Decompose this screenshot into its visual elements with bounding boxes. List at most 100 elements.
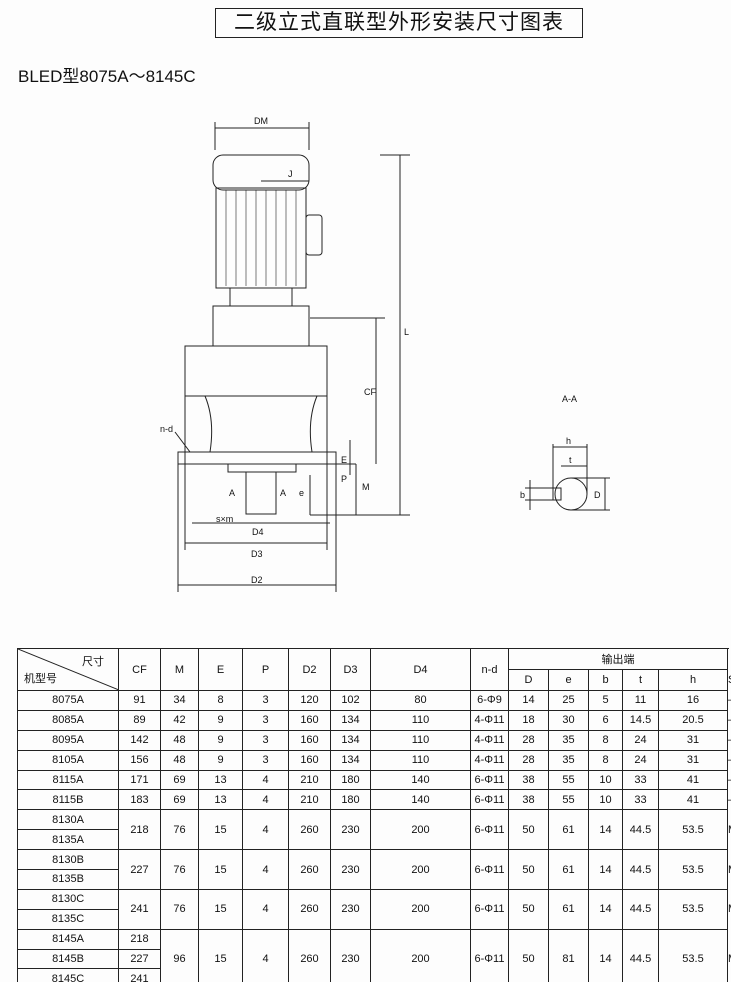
table-cell: 142 — [118, 729, 161, 751]
table-cell: 14 — [588, 888, 623, 930]
table-cell: 50 — [508, 849, 549, 890]
table-cell: 260 — [288, 928, 331, 982]
table-cell: 41 — [658, 769, 728, 791]
model-cell: 8135B — [17, 869, 119, 890]
table-cell: 9 — [198, 709, 243, 731]
table-cell: 160 — [288, 709, 331, 731]
table-cell: 140 — [370, 769, 471, 791]
table-cell: 6-Φ11 — [470, 769, 509, 791]
motor-body — [215, 187, 307, 289]
model-cell: 8130C — [17, 888, 119, 910]
table-cell: 180 — [330, 769, 371, 791]
table-cell: 76 — [160, 809, 199, 851]
corner-bottom-label: 机型号 — [24, 673, 57, 685]
label-m: M — [362, 482, 370, 492]
table-cell: 3 — [242, 729, 289, 751]
table-cell: 6-Φ11 — [470, 789, 509, 811]
model-cell: 8145A — [17, 928, 119, 950]
label-p: P — [341, 474, 347, 484]
table-cell: 53.5 — [658, 928, 728, 982]
table-cell: 230 — [330, 849, 371, 890]
table-cell: 6 — [588, 709, 623, 731]
table-cell: 80 — [370, 690, 471, 711]
table-cell: 110 — [370, 729, 471, 751]
reducer-drawing: DM J L CF n-d E P M A A e s×m D4 D3 D2 A… — [160, 116, 610, 592]
table-cell: 55 — [548, 789, 589, 811]
model-cell: 8145C — [17, 968, 119, 982]
table-cell: 61 — [548, 809, 589, 851]
table-cell: 28 — [508, 729, 549, 751]
section-title: A-A — [562, 394, 577, 404]
table-cell: 69 — [160, 769, 199, 791]
gear-housing-upper — [212, 305, 310, 347]
table-cell: 44.5 — [622, 928, 659, 982]
table-cell: 6-Φ11 — [470, 849, 509, 890]
table-cell: 14 — [508, 690, 549, 711]
table-cell: 3 — [242, 690, 289, 711]
table-cell: 13 — [198, 789, 243, 811]
table-cell: 3 — [242, 709, 289, 731]
table-cell: 9 — [198, 749, 243, 771]
table-cell: 48 — [160, 729, 199, 751]
model-cell: 8075A — [17, 690, 119, 711]
page-title: 二级立式直联型外形安装尺寸图表 — [215, 8, 583, 38]
model-cell: 8135A — [17, 829, 119, 851]
output-shaft — [245, 471, 277, 515]
label-cf: CF — [364, 387, 376, 397]
table-cell: 120 — [288, 690, 331, 711]
section-label-d: D — [594, 490, 601, 500]
table-cell: 183 — [118, 789, 161, 811]
table-cell: 44.5 — [622, 888, 659, 930]
table-cell: 89 — [118, 709, 161, 731]
table-cell: 4 — [242, 769, 289, 791]
table-cell: 76 — [160, 849, 199, 890]
col-header: D — [508, 669, 549, 691]
table-cell: 69 — [160, 789, 199, 811]
table-cell: 4 — [242, 849, 289, 890]
col-header: E — [198, 648, 243, 691]
table-cell: 48 — [160, 749, 199, 771]
table-cell: 50 — [508, 809, 549, 851]
table-cell: 25 — [548, 690, 589, 711]
table-cell: 260 — [288, 888, 331, 930]
dimension-table: 尺寸 机型号 CF M E P D2 D3 D4 n-d 输出端 DebthS×… — [17, 648, 731, 982]
table-cell: 15 — [198, 809, 243, 851]
table-cell: 35 — [548, 729, 589, 751]
corner-header: 尺寸 机型号 — [17, 648, 119, 691]
table-cell: 20.5 — [658, 709, 728, 731]
table-cell: 3 — [242, 749, 289, 771]
table-cell: 4 — [242, 809, 289, 851]
table-cell: 200 — [370, 809, 471, 851]
table-cell: 156 — [118, 749, 161, 771]
table-cell: 200 — [370, 928, 471, 982]
section-label-t: t — [569, 455, 572, 465]
model-cell: 8115B — [17, 789, 119, 811]
model-cell: 8135C — [17, 908, 119, 930]
model-cell: 8095A — [17, 729, 119, 751]
table-cell: 44.5 — [622, 809, 659, 851]
col-header: D2 — [288, 648, 331, 691]
table-cell: 230 — [330, 809, 371, 851]
label-a-left: A — [229, 488, 235, 498]
table-cell: 76 — [160, 888, 199, 930]
model-cell: 8085A — [17, 709, 119, 731]
col-header: P — [242, 648, 289, 691]
table-cell: 134 — [330, 709, 371, 731]
table-cell: 15 — [198, 928, 243, 982]
table-cell: 6-Φ11 — [470, 809, 509, 851]
table-cell: 110 — [370, 749, 471, 771]
mount-flange — [177, 451, 337, 465]
table-cell: 5 — [588, 690, 623, 711]
table-cell: 160 — [288, 749, 331, 771]
table-cell: 227 — [118, 948, 161, 970]
table-cell: 44.5 — [622, 849, 659, 890]
table-cell: 13 — [198, 769, 243, 791]
table-cell: 24 — [622, 729, 659, 751]
table-cell: 218 — [118, 928, 161, 950]
table-cell: 4 — [242, 888, 289, 930]
